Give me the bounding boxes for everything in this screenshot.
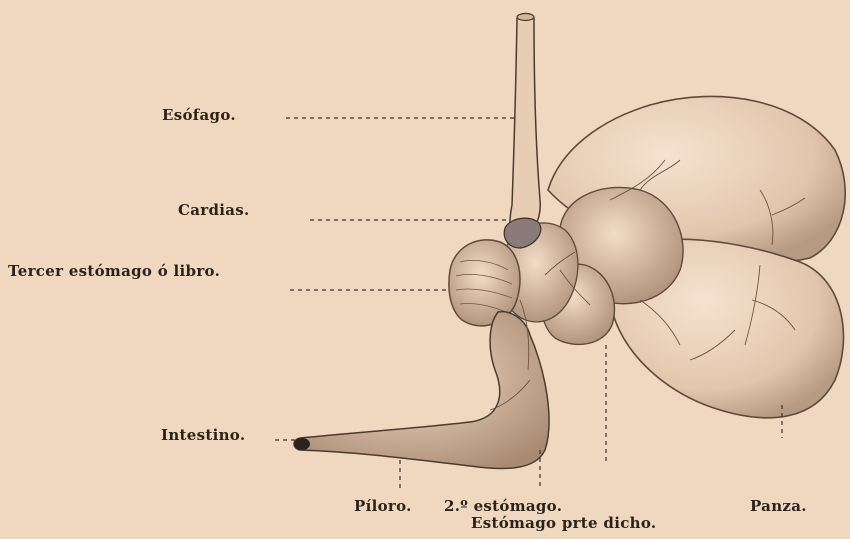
label-third-stomach: Tercer estómago ó libro. — [8, 262, 220, 280]
esophagus — [510, 14, 540, 241]
intestine-end — [294, 438, 310, 450]
label-intestine: Intestino. — [161, 426, 245, 444]
label-abomasum: Estómago prte dicho. — [471, 514, 656, 532]
label-rumen: Panza. — [750, 497, 807, 515]
label-pylorus: Píloro. — [354, 497, 412, 515]
label-second-stomach: 2.º estómago. — [444, 497, 562, 515]
label-cardia: Cardias. — [178, 201, 250, 219]
label-esophagus: Esófago. — [162, 106, 236, 124]
intestine — [294, 312, 549, 469]
